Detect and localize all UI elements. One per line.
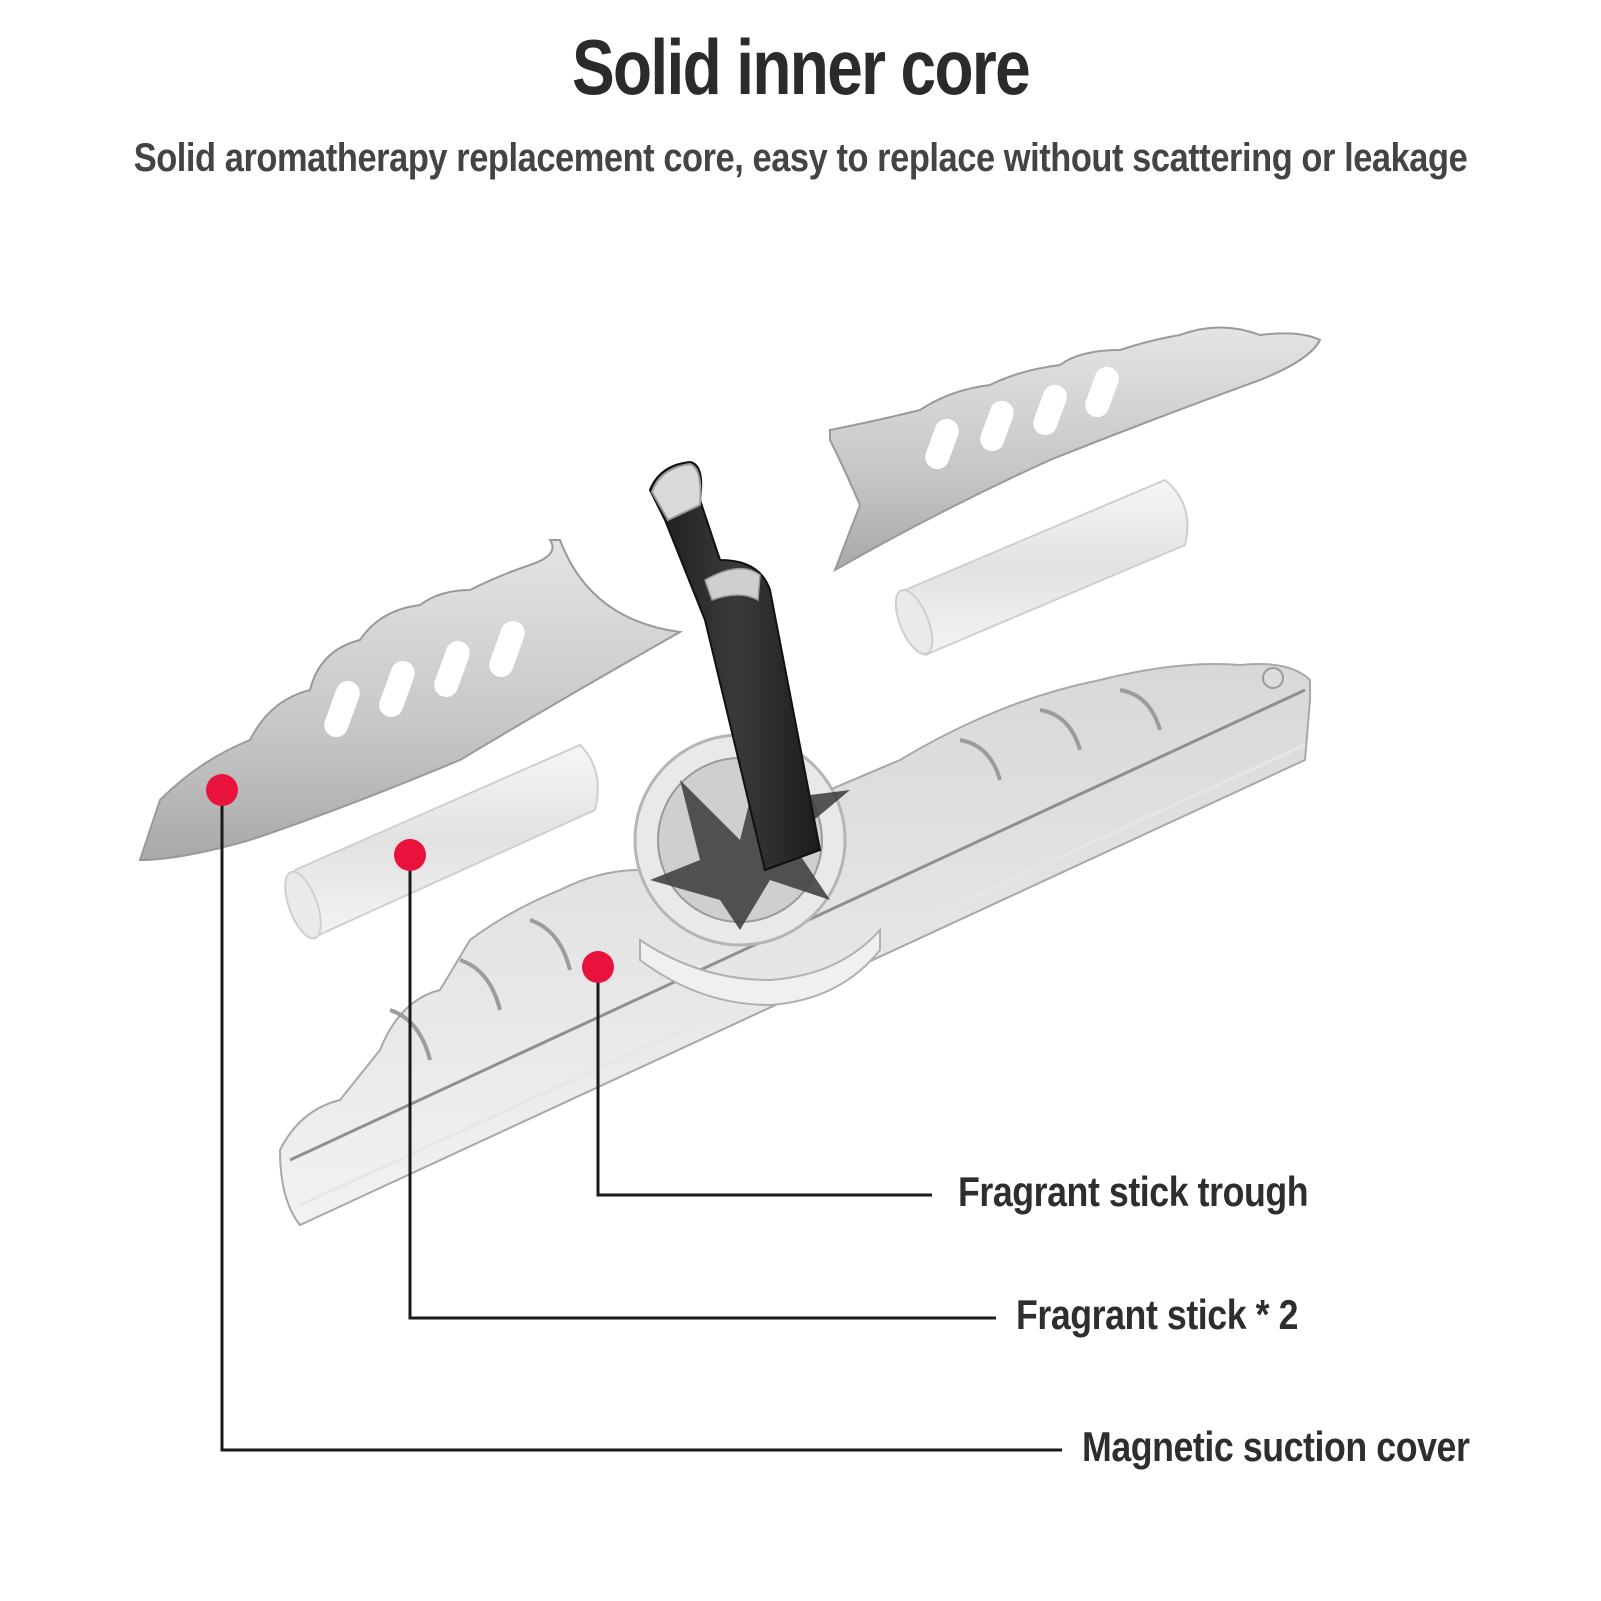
callout-label-cover: Magnetic suction cover xyxy=(1082,1423,1470,1470)
marker-dot-stick xyxy=(394,839,426,871)
left-cover-plate xyxy=(138,539,684,862)
callout-label-stick: Fragrant stick * 2 xyxy=(1016,1291,1299,1338)
right-cover-plate xyxy=(829,326,1322,573)
marker-dot-trough xyxy=(582,951,614,983)
vent-clip xyxy=(648,460,822,872)
leader-line-cover xyxy=(220,790,1062,1452)
leader-line-trough xyxy=(596,967,932,1197)
leader-lines xyxy=(220,790,1062,1452)
left-fragrant-stick xyxy=(284,743,599,940)
leader-line-stick xyxy=(408,855,996,1320)
right-fragrant-stick xyxy=(894,478,1189,657)
marker-dot-cover xyxy=(206,774,238,806)
page-subtitle: Solid aromatherapy replacement core, eas… xyxy=(133,136,1468,180)
callout-label-trough: Fragrant stick trough xyxy=(958,1168,1309,1215)
page-title: Solid inner core xyxy=(571,23,1031,111)
